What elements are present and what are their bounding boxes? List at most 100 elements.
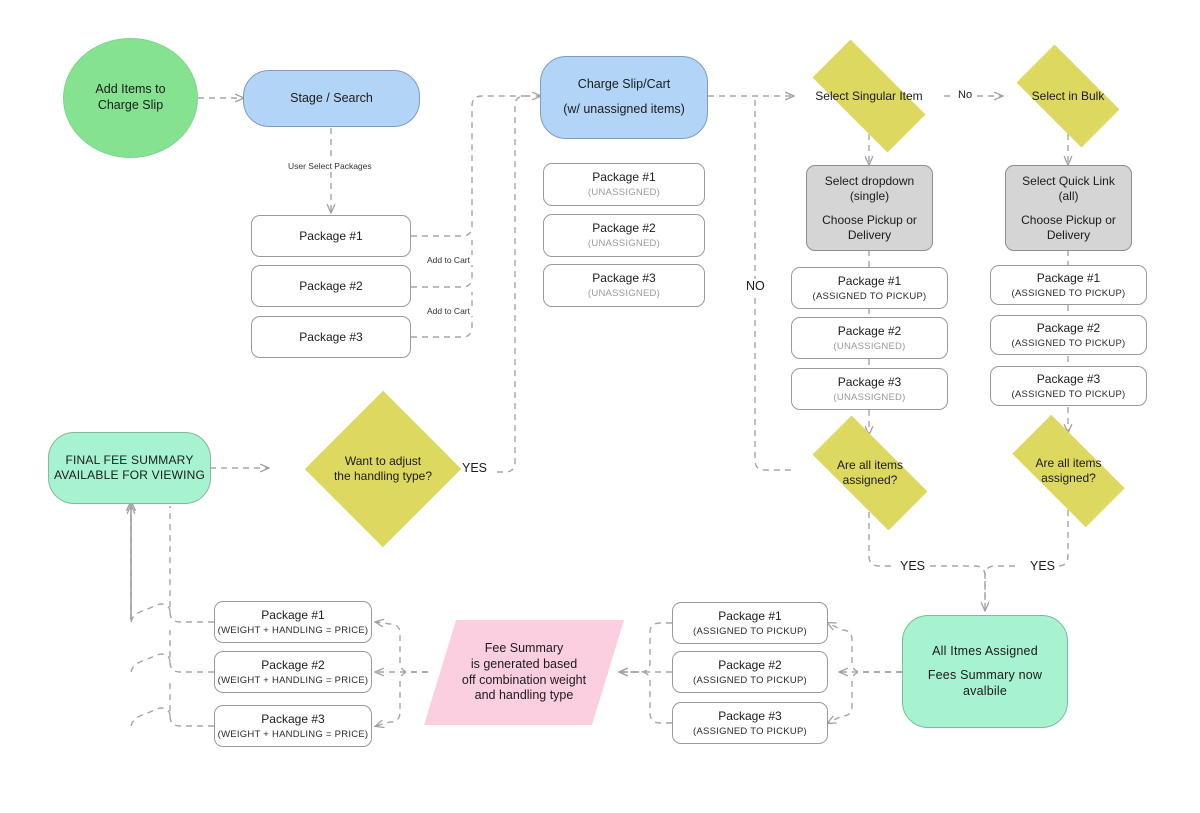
- all-assigned-bulk-line-1: Are all items: [1035, 456, 1102, 470]
- node-bulk-package-3[interactable]: Package #3 (ASSIGNED TO PICKUP): [990, 366, 1147, 406]
- cart-package-3-title: Package #3: [592, 271, 656, 286]
- single-package-2-title: Package #2: [837, 323, 902, 338]
- assigned-package-1-title: Package #1: [718, 608, 782, 623]
- priced-package-1-status: (WEIGHT + HANDLING = PRICE): [217, 624, 369, 636]
- edge-label-no-singular: No: [955, 89, 976, 101]
- single-package-3-title: Package #3: [837, 374, 902, 389]
- start-line-1: Add Items to: [95, 82, 166, 97]
- adjust-handling-line-2: the handling type?: [333, 469, 433, 483]
- bulk-package-2-title: Package #2: [1036, 320, 1101, 335]
- cart-package-1-status: (UNASSIGNED): [587, 187, 661, 199]
- node-stage-search[interactable]: Stage / Search: [243, 70, 420, 127]
- node-cart-package-3[interactable]: Package #3 (UNASSIGNED): [543, 264, 705, 307]
- node-select-in-bulk[interactable]: Select in Bulk: [1003, 44, 1133, 148]
- single-package-1-title: Package #1: [837, 273, 902, 288]
- edge-label-yes-single: YES: [897, 559, 929, 573]
- bulk-action-line-2: (all): [1058, 188, 1079, 203]
- edge-priced-pkg2-to-final: [169, 630, 214, 673]
- node-priced-package-2[interactable]: Package #2 (WEIGHT + HANDLING = PRICE): [214, 651, 372, 693]
- charge-slip-line-1: Charge Slip/Cart: [577, 77, 671, 92]
- node-all-items-assigned-terminal[interactable]: All Itmes Assigned Fees Summary now aval…: [902, 615, 1068, 728]
- assigned-package-2-title: Package #2: [718, 657, 782, 672]
- priced-package-2-status: (WEIGHT + HANDLING = PRICE): [217, 674, 369, 686]
- edge-single-yes-b: [930, 565, 985, 610]
- priced-package-3-title: Package #3: [261, 711, 325, 726]
- node-assigned-package-3[interactable]: Package #3 (ASSIGNED TO PICKUP): [672, 702, 828, 744]
- edge-bulk-yes-a: [1045, 510, 1069, 567]
- node-want-to-adjust-handling-type[interactable]: Want to adjust the handling type?: [268, 390, 498, 548]
- edge-label-user-select-packages: User Select Packages: [285, 161, 375, 171]
- single-package-2-status: (UNASSIGNED): [833, 340, 906, 352]
- node-cart-package-1[interactable]: Package #1 (UNASSIGNED): [543, 163, 705, 206]
- fee-summary-line-2: is generated based: [470, 656, 578, 671]
- assigned-package-1-status: (ASSIGNED TO PICKUP): [693, 625, 807, 637]
- node-assigned-package-2[interactable]: Package #2 (ASSIGNED TO PICKUP): [672, 651, 828, 693]
- node-stage-package-3[interactable]: Package #3: [251, 316, 411, 358]
- node-single-package-2[interactable]: Package #2 (UNASSIGNED): [791, 317, 948, 359]
- node-charge-slip-cart[interactable]: Charge Slip/Cart (w/ unassigned items): [540, 56, 708, 139]
- all-assigned-bulk-line-2: assigned?: [1041, 471, 1096, 485]
- select-bulk-label: Select in Bulk: [1031, 88, 1105, 103]
- edge-assigned-to-pkg1: [828, 623, 902, 673]
- cart-package-2-status: (UNASSIGNED): [587, 238, 661, 250]
- single-action-line-1: Select dropdown: [824, 173, 915, 188]
- node-priced-package-3[interactable]: Package #3 (WEIGHT + HANDLING = PRICE): [214, 705, 372, 747]
- node-cart-package-2[interactable]: Package #2 (UNASSIGNED): [543, 214, 705, 257]
- assigned-package-2-status: (ASSIGNED TO PICKUP): [693, 674, 807, 686]
- bulk-action-line-1: Select Quick Link: [1022, 173, 1115, 188]
- fee-summary-line-1: Fee Summary: [484, 641, 564, 656]
- final-fee-summary-line-1: FINAL FEE SUMMARY: [65, 453, 194, 467]
- priced-package-2-title: Package #2: [261, 657, 325, 672]
- charge-slip-line-2: (w/ unassigned items): [563, 102, 685, 116]
- edge-adjust-yes-to-cart: [497, 96, 540, 473]
- priced-package-1-title: Package #1: [261, 607, 325, 622]
- edge-label-add-to-cart-2: Add to Cart: [424, 306, 473, 316]
- edge-label-yes-adjust: YES: [459, 461, 491, 475]
- stage-package-2-title: Package #2: [299, 278, 363, 293]
- stage-package-3-title: Package #3: [299, 329, 363, 344]
- node-are-all-items-assigned-bulk[interactable]: Are all items assigned?: [995, 414, 1142, 528]
- node-bulk-package-2[interactable]: Package #2 (ASSIGNED TO PICKUP): [990, 315, 1147, 355]
- edge-left-join-1: [130, 603, 171, 625]
- edge-label-yes-bulk: YES: [1027, 559, 1059, 573]
- fee-summary-line-4: and handling type: [474, 688, 574, 703]
- cart-package-3-status: (UNASSIGNED): [587, 288, 661, 300]
- edge-bulk-yes-b: [984, 565, 1015, 600]
- bulk-package-1-status: (ASSIGNED TO PICKUP): [1011, 287, 1126, 299]
- single-action-line-3: Choose Pickup or: [822, 212, 917, 227]
- node-select-singular-item[interactable]: Select Singular Item: [794, 39, 944, 153]
- bulk-package-2-status: (ASSIGNED TO PICKUP): [1011, 337, 1126, 349]
- node-final-fee-summary[interactable]: FINAL FEE SUMMARY AVAILABLE FOR VIEWING: [48, 432, 211, 504]
- node-are-all-items-assigned-single[interactable]: Are all items assigned?: [794, 415, 946, 531]
- single-action-line-2: (single): [849, 188, 890, 203]
- node-add-items-to-charge-slip[interactable]: Add Items to Charge Slip: [63, 38, 198, 158]
- fee-summary-line-3: off combination weight: [461, 672, 587, 687]
- edge-label-no: NO: [743, 279, 768, 293]
- node-bulk-package-1[interactable]: Package #1 (ASSIGNED TO PICKUP): [990, 265, 1147, 305]
- node-single-package-3[interactable]: Package #3 (UNASSIGNED): [791, 368, 948, 410]
- all-items-assigned-line-2: Fees Summary now: [927, 668, 1043, 683]
- node-fee-summary[interactable]: Fee Summary is generated based off combi…: [424, 620, 624, 725]
- node-stage-package-1[interactable]: Package #1: [251, 215, 411, 257]
- node-select-dropdown-single[interactable]: Select dropdown (single) Choose Pickup o…: [806, 165, 933, 251]
- assigned-package-3-status: (ASSIGNED TO PICKUP): [693, 725, 807, 737]
- node-single-package-1[interactable]: Package #1 (ASSIGNED TO PICKUP): [791, 267, 948, 309]
- node-select-quick-link-all[interactable]: Select Quick Link (all) Choose Pickup or…: [1005, 165, 1132, 251]
- single-package-3-status: (UNASSIGNED): [833, 391, 906, 403]
- edge-assigned-to-pkg3: [828, 671, 902, 723]
- edge-pkg1-add-to-cart: [411, 95, 530, 237]
- select-singular-label: Select Singular Item: [815, 88, 923, 103]
- node-stage-package-2[interactable]: Package #2: [251, 265, 411, 307]
- assigned-package-3-title: Package #3: [718, 708, 782, 723]
- parallelogram-shape: [424, 620, 624, 725]
- edge-left-join-2: [130, 653, 171, 675]
- bulk-package-3-status: (ASSIGNED TO PICKUP): [1011, 388, 1126, 400]
- edge-priced-pkg3-to-final: [169, 680, 214, 727]
- bulk-package-1-title: Package #1: [1036, 270, 1101, 285]
- single-action-line-4: Delivery: [847, 227, 892, 242]
- all-assigned-single-line-2: assigned?: [842, 473, 898, 487]
- stage-search-label: Stage / Search: [290, 90, 373, 105]
- node-assigned-package-1[interactable]: Package #1 (ASSIGNED TO PICKUP): [672, 602, 828, 644]
- node-priced-package-1[interactable]: Package #1 (WEIGHT + HANDLING = PRICE): [214, 601, 372, 643]
